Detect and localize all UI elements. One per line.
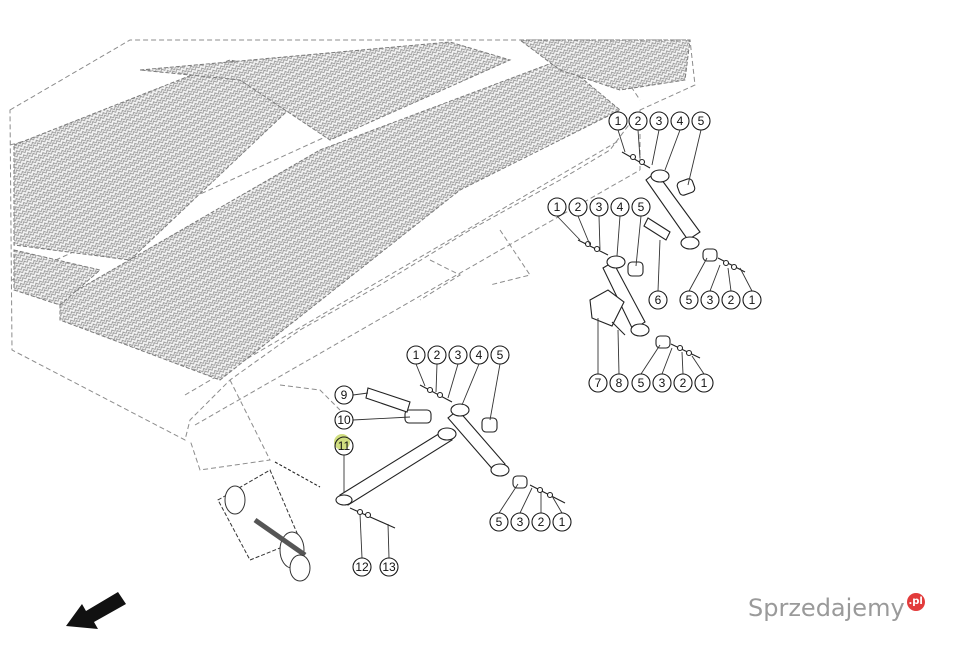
- callout-label: 9: [341, 388, 348, 402]
- callout-label: 2: [434, 348, 441, 362]
- callout-2: 2: [531, 512, 551, 532]
- callout-label: 2: [575, 200, 582, 214]
- callout-label: 3: [517, 515, 524, 529]
- callout-label: 5: [686, 293, 693, 307]
- callout-label: 2: [728, 293, 735, 307]
- callout-3: 3: [700, 290, 720, 310]
- callout-13: 13: [379, 557, 399, 577]
- callout-2: 2: [628, 111, 648, 131]
- callout-8: 8: [609, 373, 629, 393]
- drive-shaft: [217, 469, 311, 582]
- callout-4: 4: [670, 111, 690, 131]
- callout-5: 5: [691, 111, 711, 131]
- callout-2: 2: [568, 197, 588, 217]
- grate-right: [518, 39, 691, 91]
- linkage-arm-middle: [577, 239, 701, 359]
- callout-5: 5: [679, 290, 699, 310]
- grate-center: [59, 59, 621, 381]
- callout-6: 6: [648, 290, 668, 310]
- callout-label: 5: [496, 515, 503, 529]
- callout-label: 11: [338, 439, 351, 453]
- callout-label: 3: [656, 114, 663, 128]
- callout-3: 3: [510, 512, 530, 532]
- callout-2: 2: [721, 290, 741, 310]
- callout-10: 10: [334, 410, 354, 430]
- direction-arrow-icon: [66, 592, 126, 629]
- callout-5: 5: [631, 197, 651, 217]
- callout-1: 1: [406, 345, 426, 365]
- callout-label: 3: [707, 293, 714, 307]
- callout-2: 2: [427, 345, 447, 365]
- callout-3: 3: [652, 373, 672, 393]
- callout-2: 2: [673, 373, 693, 393]
- callout-label: 3: [659, 376, 666, 390]
- callout-label: 8: [616, 376, 623, 390]
- callout-5: 5: [489, 512, 509, 532]
- callout-1: 1: [742, 290, 762, 310]
- callout-label: 1: [615, 114, 622, 128]
- callout-3: 3: [589, 197, 609, 217]
- callout-label: 1: [413, 348, 420, 362]
- callout-1: 1: [547, 197, 567, 217]
- callout-label: 1: [559, 515, 566, 529]
- callout-label: 5: [638, 200, 645, 214]
- callout-4: 4: [469, 345, 489, 365]
- callout-label: 5: [497, 348, 504, 362]
- watermark: Sprzedajemy.pl: [748, 593, 925, 623]
- callout-label: 7: [595, 376, 602, 390]
- callout-label: 4: [476, 348, 483, 362]
- callout-label: 2: [538, 515, 545, 529]
- callout-1: 1: [694, 373, 714, 393]
- callout-3: 3: [448, 345, 468, 365]
- callout-1: 1: [608, 111, 628, 131]
- callout-label: 6: [655, 293, 662, 307]
- watermark-text: Sprzedajemy: [748, 594, 905, 622]
- callout-4: 4: [610, 197, 630, 217]
- callout-label: 10: [337, 413, 351, 427]
- grate-panels: [13, 39, 691, 381]
- callout-label: 2: [680, 376, 687, 390]
- callout-11: 11: [334, 434, 354, 456]
- callout-12: 12: [352, 557, 372, 577]
- callout-label: 12: [355, 560, 369, 574]
- callout-7: 7: [588, 373, 608, 393]
- callout-label: 1: [554, 200, 561, 214]
- callout-9: 9: [334, 385, 354, 405]
- linkage-arm-top: [621, 151, 746, 273]
- linkage-arm-lower: [274, 384, 566, 529]
- callout-label: 3: [596, 200, 603, 214]
- grate-upper: [139, 41, 512, 141]
- leader-lines: [343, 129, 753, 559]
- callout-label: 1: [701, 376, 708, 390]
- callout-label: 2: [635, 114, 642, 128]
- callout-label: 4: [677, 114, 684, 128]
- callout-5: 5: [631, 373, 651, 393]
- callout-5: 5: [490, 345, 510, 365]
- callout-label: 13: [382, 560, 396, 574]
- callout-label: 4: [617, 200, 624, 214]
- callout-label: 1: [749, 293, 756, 307]
- watermark-badge: .pl: [906, 593, 925, 611]
- callout-label: 3: [455, 348, 462, 362]
- callout-1: 1: [552, 512, 572, 532]
- callout-label: 5: [698, 114, 705, 128]
- callout-3: 3: [649, 111, 669, 131]
- grate-bottom-left: [13, 249, 102, 306]
- callout-label: 5: [638, 376, 645, 390]
